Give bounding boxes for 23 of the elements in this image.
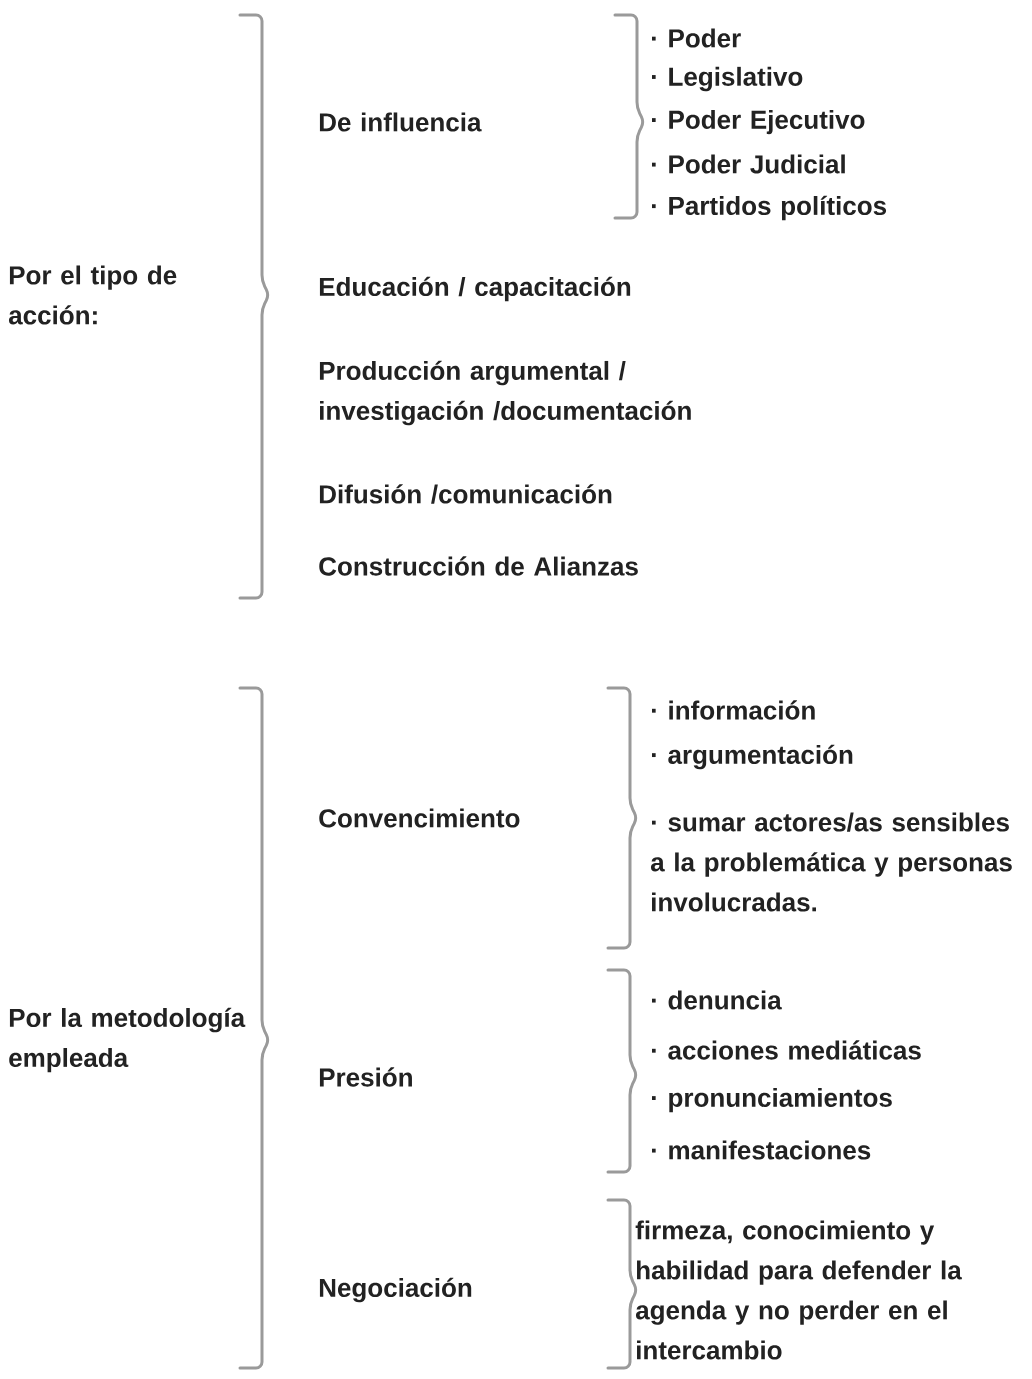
category-label: Producción argumental / investigación /documentación <box>319 360 691 426</box>
list-item: · pronunciamientos <box>652 1087 892 1113</box>
category-label: De influencia <box>319 112 482 132</box>
category-label: Difusión /comunicación <box>319 484 612 504</box>
list-item: · Legislativo <box>652 66 803 92</box>
category-label: Presión <box>319 1067 412 1087</box>
list-item: · denuncia <box>652 990 782 1010</box>
list-item: · Partidos políticos <box>652 195 887 221</box>
category-label: Negociación <box>319 1277 472 1303</box>
description-text: firmeza, conocimiento y habilidad para defender la agenda y no perder en el intercambio <box>635 1220 962 1360</box>
category-label: Construcción de Alianzas <box>319 556 638 576</box>
list-item: · sumar actores/as sensibles a la problemática y personas involucradas. <box>650 812 1012 912</box>
list-item: · manifestaciones <box>652 1140 871 1160</box>
heading: Por el tipo de acción: <box>8 265 177 325</box>
list-item: · Poder <box>652 28 741 48</box>
list-item: · información <box>652 700 815 720</box>
heading: Por la metodología empleada <box>9 1007 246 1073</box>
list-item: · acciones mediáticas <box>652 1040 921 1060</box>
list-item: · Poder Ejecutivo <box>652 109 865 135</box>
list-item: · argumentación <box>652 744 853 770</box>
category-label: Convencimiento <box>319 808 520 828</box>
list-item: · Poder Judicial <box>652 154 845 174</box>
category-label: Educación / capacitación <box>319 276 631 302</box>
